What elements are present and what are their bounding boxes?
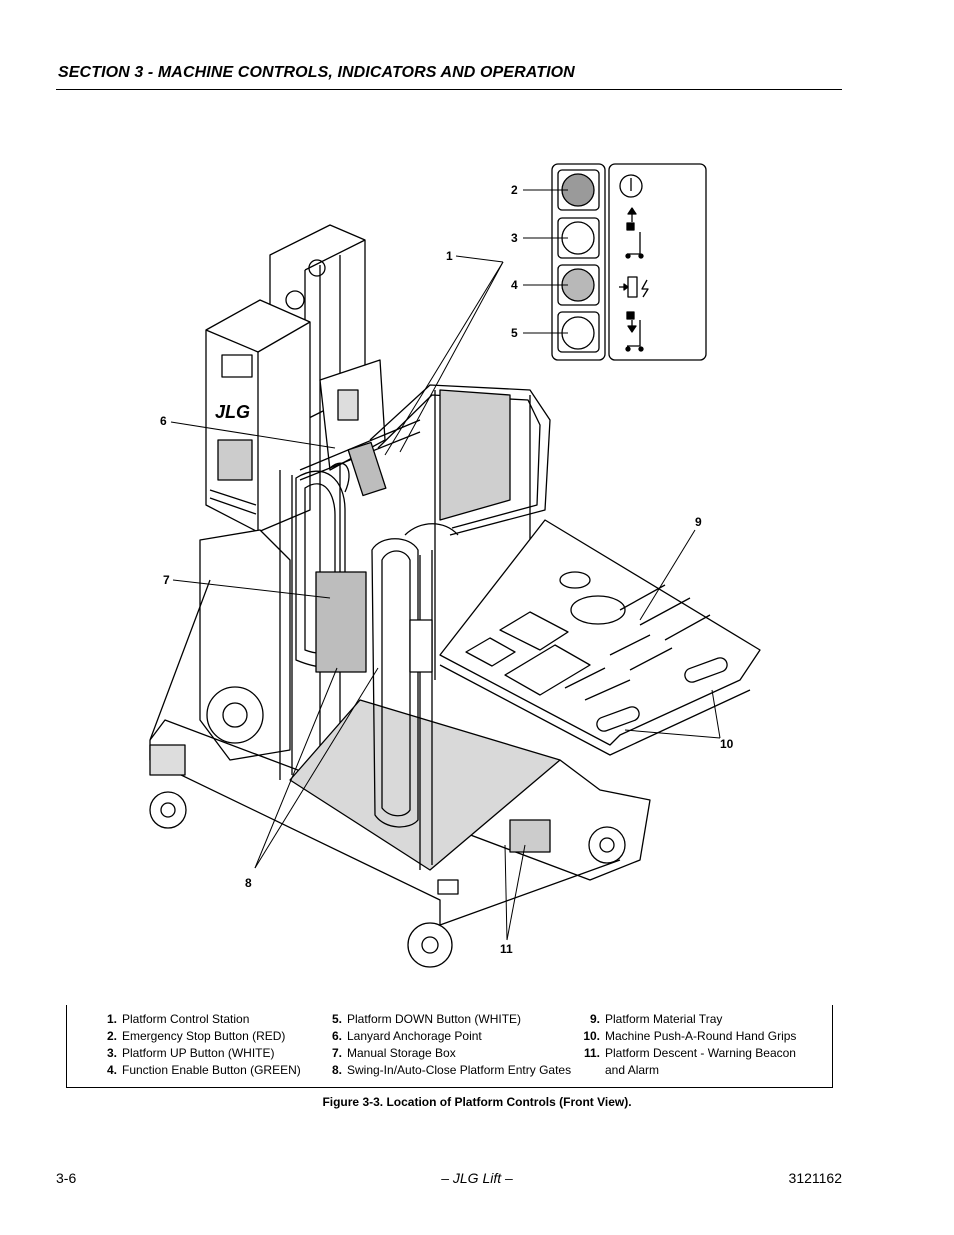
guardrail bbox=[299, 384, 551, 680]
base bbox=[149, 529, 651, 968]
legend-item-continuation: and Alarm bbox=[605, 1063, 660, 1077]
legend-item: 5.Platform DOWN Button (WHITE) bbox=[331, 1012, 522, 1026]
legend-item: 7.Manual Storage Box bbox=[331, 1046, 456, 1060]
swing-arrow-2 bbox=[404, 523, 459, 536]
callout-11: 11 bbox=[500, 942, 513, 956]
platform-floor bbox=[289, 699, 561, 871]
callout-8: 8 bbox=[245, 876, 252, 890]
page-number: 3-6 bbox=[56, 1170, 77, 1186]
figure-caption: Figure 3-3. Location of Platform Control… bbox=[322, 1095, 632, 1109]
legend-column-2: 5.Platform DOWN Button (WHITE) 6.Lanyard… bbox=[328, 1011, 571, 1079]
callout-7: 7 bbox=[163, 573, 170, 587]
legend-item: 8.Swing-In/Auto-Close Platform Entry Gat… bbox=[331, 1063, 572, 1077]
legend-item: 2.Emergency Stop Button (RED) bbox=[106, 1029, 286, 1043]
callout-4: 4 bbox=[511, 278, 518, 292]
control-box bbox=[347, 441, 387, 497]
callout-3: 3 bbox=[511, 231, 518, 245]
callout-9: 9 bbox=[695, 515, 702, 529]
callout-1: 1 bbox=[446, 249, 453, 263]
legend-item: 3.Platform UP Button (WHITE) bbox=[106, 1046, 275, 1060]
figure-legend: 1.Platform Control Station 2.Emergency S… bbox=[66, 1005, 833, 1088]
lift-illustration: JLG bbox=[149, 163, 761, 968]
section-header: SECTION 3 - MACHINE CONTROLS, INDICATORS… bbox=[58, 64, 575, 81]
callout-10: 10 bbox=[720, 737, 734, 751]
legend-item: 6.Lanyard Anchorage Point bbox=[331, 1029, 482, 1043]
legend-column-1: 1.Platform Control Station 2.Emergency S… bbox=[103, 1011, 301, 1079]
platform-controls-figure: JLG bbox=[149, 163, 761, 968]
entry-gates bbox=[279, 470, 433, 870]
legend-item: 9.Platform Material Tray bbox=[589, 1012, 723, 1026]
material-tray bbox=[439, 519, 761, 756]
leader-lines bbox=[170, 189, 721, 941]
control-station-detail bbox=[551, 163, 707, 361]
legend-column-3: 9.Platform Material Tray 10.Machine Push… bbox=[579, 1011, 796, 1079]
legend-item: 4.Function Enable Button (GREEN) bbox=[106, 1063, 301, 1077]
legend-item: 11.Platform Descent - Warning Beacon bbox=[583, 1046, 796, 1060]
callout-6: 6 bbox=[160, 414, 167, 428]
swing-arrow-1 bbox=[329, 462, 350, 493]
legend-item: 1.Platform Control Station bbox=[106, 1012, 250, 1026]
header-rule bbox=[56, 89, 842, 90]
footer-title: – JLG Lift – bbox=[441, 1170, 513, 1186]
power-unit: JLG bbox=[205, 299, 311, 533]
document-number: 3121162 bbox=[788, 1170, 842, 1186]
legend-item: 10.Machine Push-A-Round Hand Grips bbox=[583, 1029, 797, 1043]
callout-2: 2 bbox=[511, 183, 518, 197]
callout-5: 5 bbox=[511, 326, 518, 340]
jlg-logo: JLG bbox=[215, 402, 250, 422]
